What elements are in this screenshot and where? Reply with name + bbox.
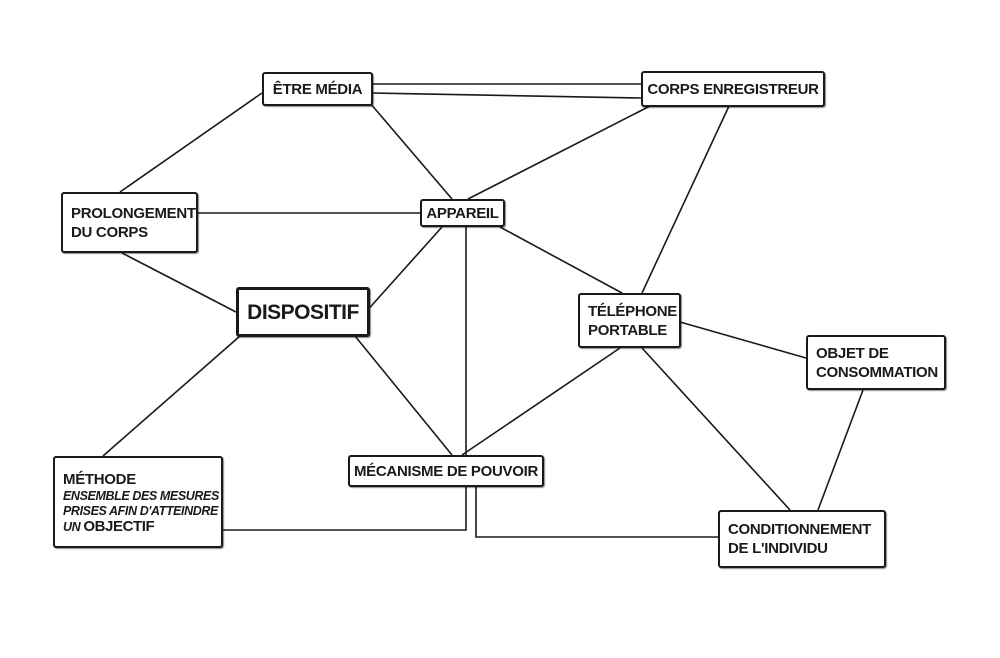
node-dispositif[interactable]: DISPOSITIF [236, 287, 370, 337]
node-appareil-label: APPAREIL [426, 204, 499, 222]
edge-etre-media-corps-diagonal [372, 92, 642, 99]
edge-mecanisme-conditionnement [475, 487, 718, 538]
node-conditionnement-de-l-individu[interactable]: CONDITIONNEMENT DE L'INDIVIDU [718, 510, 886, 568]
edge-methode-mecanisme [222, 487, 467, 531]
edge-appareil-dispositif [363, 226, 443, 315]
edge-appareil-telephone [499, 226, 623, 294]
node-objet-line2: CONSOMMATION [816, 363, 938, 381]
node-prolongement-line2: DU CORPS [71, 223, 148, 241]
edge-dispositif-mecanisme [354, 335, 453, 456]
edge-telephone-conditionnement [641, 347, 791, 511]
node-objet-de-consommation[interactable]: OBJET DE CONSOMMATION [806, 335, 946, 390]
node-corps-enregistreur-label: CORPS ENREGISTREUR [647, 80, 819, 98]
edge-corps-enregistreur-telephone [641, 105, 730, 294]
node-etre-media-label: ÊTRE MÉDIA [272, 80, 363, 98]
node-prolongement-line1: PROLONGEMENT [71, 204, 196, 222]
node-methode-line3: UN OBJECTIF [63, 519, 213, 535]
edge-telephone-objet [679, 321, 807, 359]
edge-telephone-mecanisme [461, 347, 621, 456]
node-appareil[interactable]: APPAREIL [420, 199, 505, 227]
node-methode-title: MÉTHODE [63, 470, 136, 488]
node-methode[interactable]: MÉTHODE ENSEMBLE DES MESURES PRISES AFIN… [53, 456, 223, 548]
node-prolongement-du-corps[interactable]: PROLONGEMENT DU CORPS [61, 192, 198, 253]
edge-etre-media-prolongement [119, 92, 263, 193]
node-objet-line1: OBJET DE [816, 344, 889, 362]
node-telephone-line2: PORTABLE [588, 321, 667, 339]
node-methode-line3-prefix: UN [63, 519, 84, 534]
node-conditionnement-line2: DE L'INDIVIDU [728, 540, 828, 557]
edge-dispositif-methode [102, 335, 241, 457]
node-telephone-line1: TÉLÉPHONE [588, 302, 677, 320]
node-methode-line1: ENSEMBLE DES MESURES [63, 488, 219, 503]
edge-etre-media-appareil [369, 102, 453, 200]
edge-prolongement-dispositif [121, 252, 237, 313]
node-telephone-portable[interactable]: TÉLÉPHONE PORTABLE [578, 293, 681, 348]
node-etre-media[interactable]: ÊTRE MÉDIA [262, 72, 373, 106]
node-mecanisme-label: MÉCANISME DE POUVOIR [353, 462, 539, 480]
node-corps-enregistreur[interactable]: CORPS ENREGISTREUR [641, 71, 825, 107]
node-methode-line3-bold: OBJECTIF [83, 517, 155, 535]
edge-objet-conditionnement [817, 389, 864, 511]
edge-corps-enregistreur-appareil [467, 105, 651, 200]
node-dispositif-label: DISPOSITIF [247, 300, 359, 324]
node-mecanisme-de-pouvoir[interactable]: MÉCANISME DE POUVOIR [348, 455, 544, 487]
node-conditionnement-line1: CONDITIONNEMENT [728, 521, 871, 538]
node-methode-line2: PRISES AFIN D'ATTEINDRE [63, 503, 218, 518]
